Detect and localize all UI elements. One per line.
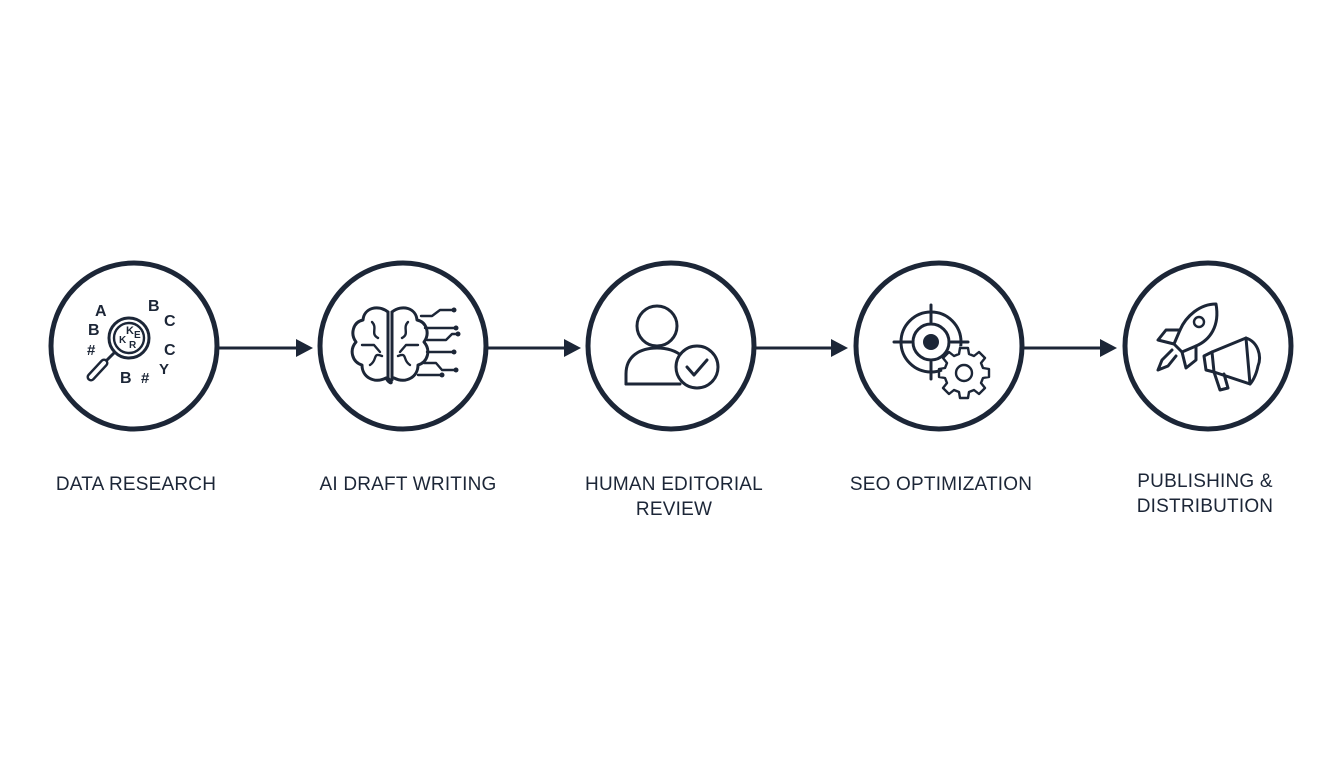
step-1-circle (48, 260, 220, 432)
step-label-data-research: DATA RESEARCH (16, 472, 256, 497)
step-3-circle (585, 260, 757, 432)
arrow-3-to-4 (753, 339, 848, 357)
step-label-line: DISTRIBUTION (1136, 496, 1274, 517)
step-label-line: REVIEW (635, 499, 713, 520)
svg-text:B: B (88, 322, 100, 339)
step-label-ai-draft-writing: AI DRAFT WRITING (288, 472, 528, 497)
step-label-human-editorial-review: HUMAN EDITORIAL REVIEW (554, 472, 794, 522)
svg-text:Y: Y (159, 361, 169, 378)
svg-text:#: # (87, 342, 96, 359)
svg-text:#: # (141, 370, 150, 387)
rocket-megaphone-icon (1156, 302, 1261, 392)
svg-text:C: C (164, 342, 176, 359)
step-label-line: HUMAN EDITORIAL (585, 474, 763, 495)
svg-text:C: C (164, 313, 176, 330)
svg-text:A: A (95, 303, 107, 320)
step-label-publishing-distribution: PUBLISHING & DISTRIBUTION (1085, 469, 1325, 519)
step-label-line: PUBLISHING & (1137, 471, 1273, 492)
target-gear-icon (892, 303, 991, 400)
ai-brain-circuit-icon (350, 306, 461, 385)
step-2-circle (317, 260, 489, 432)
arrow-1-to-2 (217, 339, 313, 357)
step-5-circle (1122, 260, 1294, 432)
svg-text:E: E (134, 330, 141, 341)
svg-text:B: B (148, 298, 160, 315)
svg-text:K: K (126, 325, 134, 337)
magnifier-letters-icon: A B B C C # B # Y K E K R (86, 298, 176, 387)
user-checkmark-icon (624, 304, 720, 390)
step-label-seo-optimization: SEO OPTIMIZATION (821, 472, 1061, 497)
step-4-circle (853, 260, 1025, 432)
svg-text:R: R (129, 340, 137, 351)
arrow-4-to-5 (1021, 339, 1117, 357)
svg-text:B: B (120, 370, 132, 387)
step-label-line: SEO OPTIMIZATION (849, 474, 1033, 495)
step-label-line: AI DRAFT WRITING (319, 474, 497, 495)
step-label-line: DATA RESEARCH (55, 474, 217, 495)
svg-text:K: K (119, 335, 127, 346)
arrow-2-to-3 (486, 339, 581, 357)
